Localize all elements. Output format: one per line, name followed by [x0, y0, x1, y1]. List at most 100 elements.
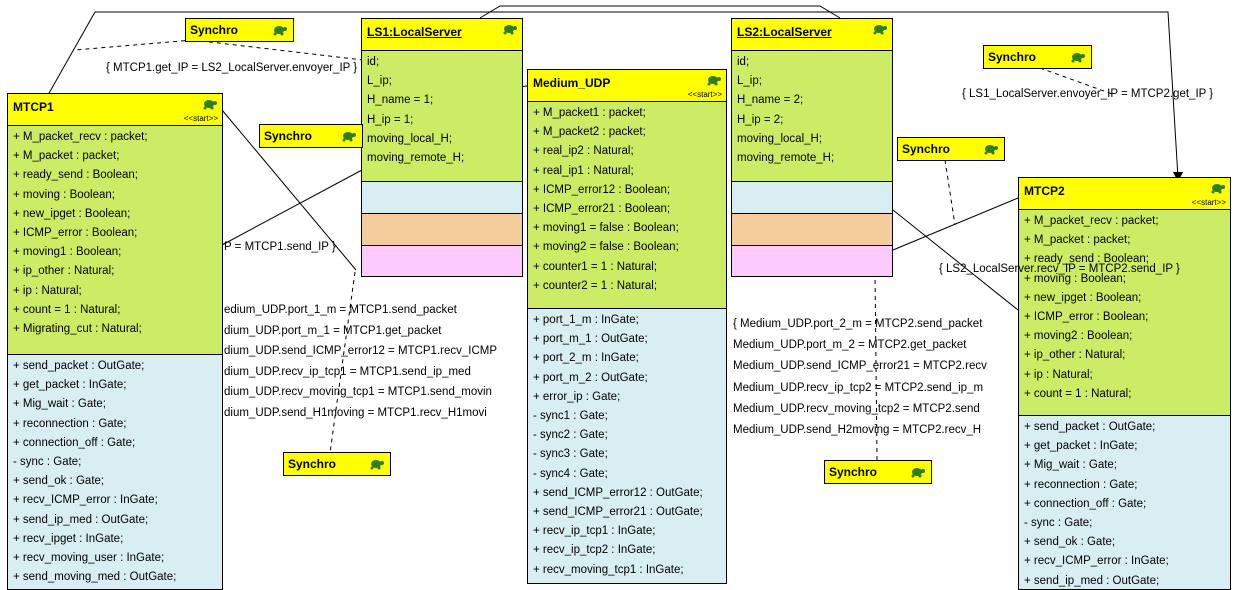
- attribute: + Migrating_cut : Natural;: [13, 323, 142, 336]
- association-mtcp1-ls2: [221, 109, 357, 271]
- attribute: moving_local_H;: [367, 132, 453, 145]
- class-header: LS2:LocalServer: [732, 19, 892, 51]
- attribute: + ip : Natural;: [13, 284, 82, 297]
- attribute: + counter1 = 1 : Natural;: [533, 260, 658, 273]
- operation: + get_packet : InGate;: [1024, 440, 1138, 453]
- operation: - sync : Gate;: [13, 456, 82, 469]
- operation: + recv_ipget : InGate;: [13, 532, 124, 545]
- operation: + send_ICMP_error21 : OutGate;: [533, 506, 703, 519]
- attribute: moving_local_H;: [737, 132, 823, 145]
- attribute: L_ip;: [737, 75, 762, 88]
- attribute: + moving2 = false : Boolean;: [533, 241, 679, 254]
- attribute: + ip : Natural;: [1024, 368, 1093, 381]
- class-header: MTCP1 <<start>>: [8, 94, 222, 126]
- turtle-icon: [1211, 184, 1225, 194]
- operation: - sync2 : Gate;: [533, 429, 608, 442]
- operation: + port_1_m : InGate;: [533, 314, 639, 326]
- attribute: H_ip = 1;: [367, 113, 414, 126]
- attribute: + count = 1 : Natural;: [13, 303, 121, 316]
- attribute: + real_ip1 : Natural;: [533, 164, 634, 177]
- band-orange: [362, 213, 522, 245]
- class-ls2[interactable]: LS2:LocalServer id; L_ip; H_name = 2; H_…: [731, 18, 893, 277]
- constraint-line: dium_UDP.recv_moving_tcp1 = MTCP1.send_m…: [224, 386, 492, 399]
- synchro-box[interactable]: Synchro: [259, 124, 363, 148]
- attribute: H_name = 1;: [367, 94, 434, 107]
- synchro-box[interactable]: Synchro: [283, 452, 391, 476]
- attribute: + ICMP_error : Boolean;: [13, 227, 138, 240]
- operation: + connection_off : Gate;: [13, 436, 136, 449]
- band-blue: [362, 181, 522, 213]
- dash-synchro5: [944, 159, 956, 226]
- synchro-box[interactable]: Synchro: [897, 137, 1005, 161]
- synchro-box[interactable]: Synchro: [824, 460, 932, 484]
- class-header: LS1:LocalServer: [362, 19, 522, 51]
- operations: + send_packet : OutGate; + get_packet : …: [8, 354, 222, 589]
- operation: + send_packet : OutGate;: [1024, 421, 1156, 433]
- class-ls1[interactable]: LS1:LocalServer id; L_ip; H_name = 1; H_…: [361, 18, 523, 277]
- constraint-line: dium_UDP.port_m_1 = MTCP1.get_packet: [224, 324, 442, 337]
- attribute: + ready_send : Boolean;: [1024, 253, 1149, 266]
- band-pink: [362, 245, 522, 276]
- operations: + port_1_m : InGate; + port_m_1 : OutGat…: [528, 308, 726, 583]
- association-ls1-ls2: [479, 5, 841, 19]
- dash-synchro1b: [192, 39, 381, 63]
- attribute: moving_remote_H;: [367, 152, 465, 165]
- operation: + send_ip_med : OutGate;: [1024, 574, 1160, 587]
- class-header: Medium_UDP <<start>>: [528, 70, 726, 102]
- constraint-line: Medium_UDP.send_H2moving = MTCP2.recv_H: [733, 424, 982, 437]
- attribute: + moving1 = false : Boolean;: [533, 222, 679, 235]
- constraint-line: Medium_UDP.port_m_2 = MTCP2.get_packet: [733, 339, 967, 352]
- attribute: + real_ip2 : Natural;: [533, 145, 634, 158]
- class-title: MTCP2: [1024, 184, 1065, 198]
- dash-synchro3: [329, 271, 356, 454]
- synchro-label: Synchro: [902, 142, 951, 156]
- constraint-label: P = MTCP1.send_IP }: [224, 241, 336, 253]
- constraint-label: { LS1_LocalServer.envoyer_IP = MTCP2.get…: [962, 88, 1214, 100]
- operation: + send_ICMP_error12 : OutGate;: [533, 486, 703, 499]
- dash-synchro1: [74, 39, 194, 51]
- attribute: + M_packet1 : packet;: [533, 107, 646, 119]
- state-bands: [362, 181, 522, 276]
- class-medium-udp[interactable]: Medium_UDP <<start>> + M_packet1 : packe…: [527, 69, 727, 584]
- attribute: + M_packet : packet;: [13, 150, 120, 163]
- attribute: + ICMP_error21 : Boolean;: [533, 203, 671, 216]
- operation: - sync1 : Gate;: [533, 410, 608, 423]
- attribute: + counter2 = 1 : Natural;: [533, 279, 658, 292]
- operation: + port_m_2 : OutGate;: [533, 371, 648, 384]
- attributes: id; L_ip; H_name = 1; H_ip = 1; moving_l…: [362, 51, 522, 181]
- state-bands: [732, 181, 892, 276]
- operation: + reconnection : Gate;: [1024, 478, 1138, 491]
- attributes: + M_packet_recv : packet; + M_packet : p…: [8, 126, 222, 354]
- attribute: + moving : Boolean;: [1024, 272, 1126, 285]
- synchro-label: Synchro: [988, 50, 1037, 64]
- class-mtcp1[interactable]: MTCP1 <<start>> + M_packet_recv : packet…: [7, 93, 223, 590]
- band-orange: [732, 213, 892, 245]
- synchro-box[interactable]: Synchro: [185, 18, 294, 42]
- attribute: L_ip;: [367, 75, 392, 88]
- attribute: + ICMP_error : Boolean;: [1024, 311, 1149, 324]
- class-title: Medium_UDP: [533, 76, 611, 90]
- class-mtcp2[interactable]: MTCP2 <<start>> + M_packet_recv : packet…: [1018, 177, 1231, 590]
- stereotype: <<start>>: [183, 114, 218, 123]
- constraint-label: { MTCP1.get_IP = LS2_LocalServer.envoyer…: [106, 62, 358, 74]
- synchro-label: Synchro: [288, 457, 337, 471]
- turtle-icon: [273, 26, 287, 36]
- operation: + recv_ip_tcp1 : InGate;: [533, 525, 656, 538]
- operation: + Mig_wait : Gate;: [1024, 459, 1117, 472]
- attribute: + ICMP_error12 : Boolean;: [533, 183, 671, 196]
- turtle-icon: [873, 25, 887, 35]
- attribute: H_ip = 2;: [737, 113, 784, 126]
- constraint-line: dium_UDP.recv_ip_tcp1 = MTCP1.send_ip_me…: [224, 365, 471, 378]
- attribute: id;: [367, 56, 380, 68]
- operation: + reconnection : Gate;: [13, 417, 127, 430]
- synchro-box[interactable]: Synchro: [983, 45, 1092, 69]
- synchro-label: Synchro: [190, 23, 239, 37]
- operation: + get_packet : InGate;: [13, 379, 127, 392]
- attribute: + count = 1 : Natural;: [1024, 387, 1132, 400]
- attribute: + M_packet : packet;: [1024, 234, 1131, 247]
- operation: + connection_off : Gate;: [1024, 497, 1147, 510]
- attribute: + M_packet_recv : packet;: [13, 131, 148, 143]
- synchro-label: Synchro: [829, 465, 878, 479]
- operation: + send_ok : Gate;: [13, 475, 105, 488]
